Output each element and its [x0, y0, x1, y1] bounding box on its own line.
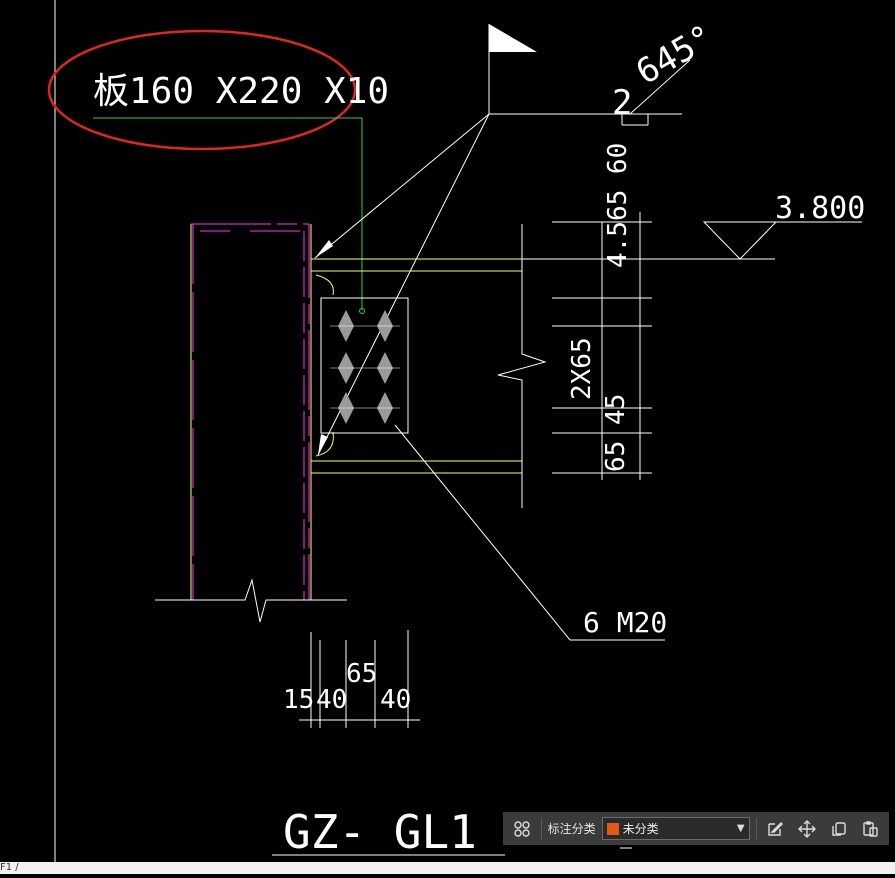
- elevation-triangle: [702, 221, 778, 260]
- dim-bottom-15: 15: [283, 685, 314, 715]
- toolbar-divider: [755, 817, 757, 840]
- copy-icon[interactable]: [826, 816, 852, 842]
- bolt-label: 6 M20: [583, 606, 667, 639]
- dim-right-top: 4.565 60: [603, 143, 633, 268]
- elevation-value: 3.800: [775, 191, 865, 226]
- status-left-text: F1 /: [0, 862, 19, 873]
- grid-icon[interactable]: [509, 816, 535, 842]
- connection-plate: [320, 297, 409, 434]
- ground-break-line: [155, 578, 347, 623]
- right-dimensions: [552, 212, 652, 480]
- weld-leader-1: [314, 113, 490, 259]
- category-label: 标注分类: [547, 822, 596, 836]
- dim-bottom-40a: 40: [316, 685, 347, 715]
- dim-bottom-65: 65: [346, 659, 377, 689]
- status-bar: F1 /: [0, 862, 895, 874]
- beam-break-line: [497, 224, 547, 508]
- plate-leader-dot: [359, 308, 365, 314]
- category-select[interactable]: 未分类 ▼: [601, 817, 750, 840]
- section-title: GZ- GL1: [283, 805, 477, 859]
- edit-icon[interactable]: [763, 816, 789, 842]
- chevron-down-icon: ▼: [736, 823, 745, 834]
- dim-right-bot: 65 45: [601, 394, 631, 472]
- weld-angle: 645°: [630, 17, 721, 93]
- toolbar-divider: [540, 817, 542, 840]
- bolt-group: [338, 310, 393, 424]
- weld-size: 2: [612, 83, 632, 123]
- highlight-ellipse: [47, 29, 357, 151]
- move-icon[interactable]: [794, 816, 820, 842]
- plate-leader-line: [93, 117, 363, 310]
- category-color-swatch: [606, 822, 619, 835]
- plate-label: 板160 X220 X10: [93, 71, 389, 112]
- bottom-dimensions: [299, 630, 420, 728]
- category-value: 未分类: [622, 822, 659, 836]
- dim-bottom-40b: 40: [380, 685, 411, 715]
- paste-icon[interactable]: [857, 816, 883, 842]
- dim-right-mid: 2X65: [567, 337, 597, 400]
- bolt-leader: [394, 424, 571, 641]
- weld-flag: [489, 24, 537, 52]
- weld-angle-line: [629, 59, 691, 115]
- annotation-toolbar: 标注分类 未分类 ▼: [503, 812, 889, 845]
